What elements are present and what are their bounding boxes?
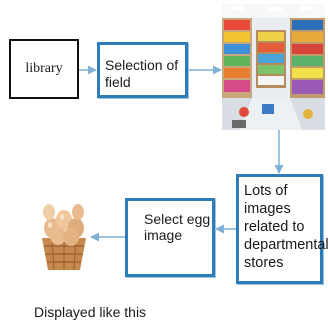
- caption: Displayed like this: [34, 304, 147, 320]
- departmental-store-photo: [222, 4, 325, 130]
- selection-of-field-node: Selection of field: [97, 42, 188, 98]
- select-egg-image-node: Select egg image: [125, 198, 215, 277]
- library-node: library: [9, 39, 79, 99]
- egg-basket-photo: [38, 198, 90, 275]
- selection-of-field-label: Selection of field: [105, 57, 179, 90]
- departmental-store-images-label: Lots of images related to departmental s…: [244, 183, 328, 271]
- select-egg-image-label: Select egg image: [144, 211, 211, 243]
- library-label: library: [25, 61, 63, 76]
- departmental-store-images-node: Lots of images related to departmental s…: [236, 174, 328, 284]
